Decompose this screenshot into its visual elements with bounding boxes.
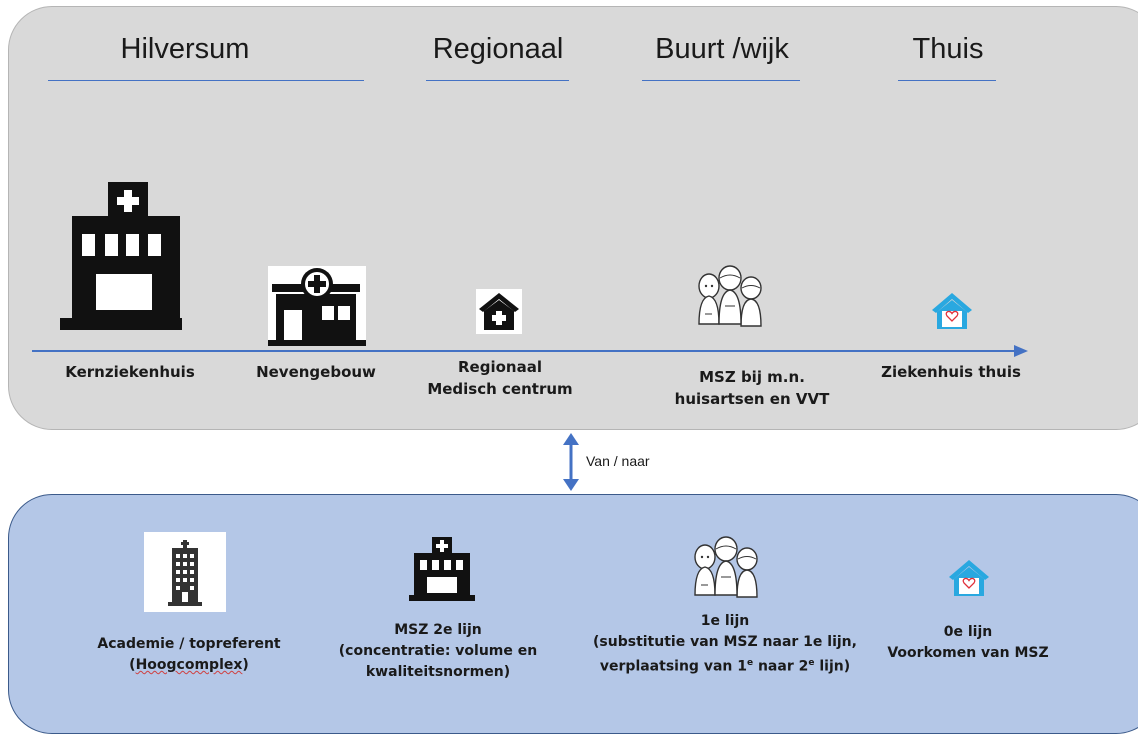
healthcare-workers-icon xyxy=(698,265,762,327)
label-regionaal-line1: Regionaal xyxy=(458,358,542,376)
label-1e-line3-sup1: e xyxy=(746,658,754,668)
label-academie-line2: (Hoogcomplex) xyxy=(84,655,294,676)
label-1e-line2: (substitutie van MSZ naar 1e lijn, xyxy=(593,634,857,650)
heading-hilversum: Hilversum xyxy=(120,33,250,65)
heading-buurt-wijk: Buurt /wijk xyxy=(655,33,789,65)
label-msz2-line3: kwaliteitsnormen) xyxy=(365,664,511,680)
label-ziekenhuis-thuis: Ziekenhuis thuis xyxy=(881,363,1021,381)
heading-thuis-underline xyxy=(898,80,996,81)
hospital-annex-icon xyxy=(268,266,366,346)
label-academie-open: ( xyxy=(129,657,136,673)
home-heart-icon xyxy=(932,293,972,329)
label-kernziekenhuis: Kernziekenhuis xyxy=(65,363,195,381)
label-msz2-line2: (concentratie: volume en xyxy=(338,643,538,659)
label-academie: Academie / topreferent (Hoogcomplex) xyxy=(84,634,294,676)
label-msz-2e-lijn: MSZ 2e lijn (concentratie: volume en kwa… xyxy=(328,620,548,683)
heading-hilversum-underline xyxy=(48,80,364,81)
label-1e-line3: verplaatsing van 1e naar 2e lijn) xyxy=(580,653,870,678)
hospital-icon xyxy=(409,537,475,601)
label-1e-lijn: 1e lijn (substitutie van MSZ naar 1e lij… xyxy=(580,611,870,678)
high-rise-hospital-icon xyxy=(144,532,226,612)
heading-regionaal-underline xyxy=(426,80,569,81)
label-regionaal: Regionaal Medisch centrum xyxy=(410,356,590,400)
label-1e-line1: 1e lijn xyxy=(700,613,750,629)
label-0e-lijn: 0e lijn Voorkomen van MSZ xyxy=(878,622,1058,664)
timeline-arrow xyxy=(32,345,1028,357)
label-academie-close: ) xyxy=(242,657,249,673)
label-msz-line1: MSZ bij m.n. xyxy=(699,368,805,386)
hospital-building-icon xyxy=(60,182,182,330)
medical-house-icon xyxy=(476,289,522,334)
label-regionaal-line2: Medisch centrum xyxy=(427,380,573,398)
heading-regionaal: Regionaal xyxy=(432,33,564,65)
label-academie-line1: Academie / topreferent xyxy=(97,636,281,652)
connector-label: Van / naar xyxy=(586,453,650,469)
label-academie-hoogcomplex: Hoogcomplex xyxy=(135,657,243,673)
top-panel xyxy=(8,6,1138,430)
label-1e-line3-a: verplaatsing van 1 xyxy=(599,658,747,675)
label-msz-line2: huisartsen en VVT xyxy=(674,390,830,408)
label-1e-line3-c: naar 2 xyxy=(753,658,809,675)
bottom-panel xyxy=(8,494,1138,734)
label-0e-line2: Voorkomen van MSZ xyxy=(887,645,1049,661)
heading-buurt-wijk-underline xyxy=(642,80,800,81)
home-heart-icon xyxy=(949,560,989,596)
label-msz-huisartsen: MSZ bij m.n. huisartsen en VVT xyxy=(652,366,852,410)
healthcare-workers-icon xyxy=(694,536,758,598)
label-nevengebouw: Nevengebouw xyxy=(256,363,376,381)
heading-thuis: Thuis xyxy=(912,33,984,65)
bidirectional-arrow xyxy=(563,433,579,491)
label-0e-line1: 0e lijn xyxy=(943,624,993,640)
label-msz2-line1: MSZ 2e lijn xyxy=(394,622,482,638)
label-1e-line3-sup2: e xyxy=(808,658,815,668)
label-1e-line3-e: lijn) xyxy=(814,658,851,675)
